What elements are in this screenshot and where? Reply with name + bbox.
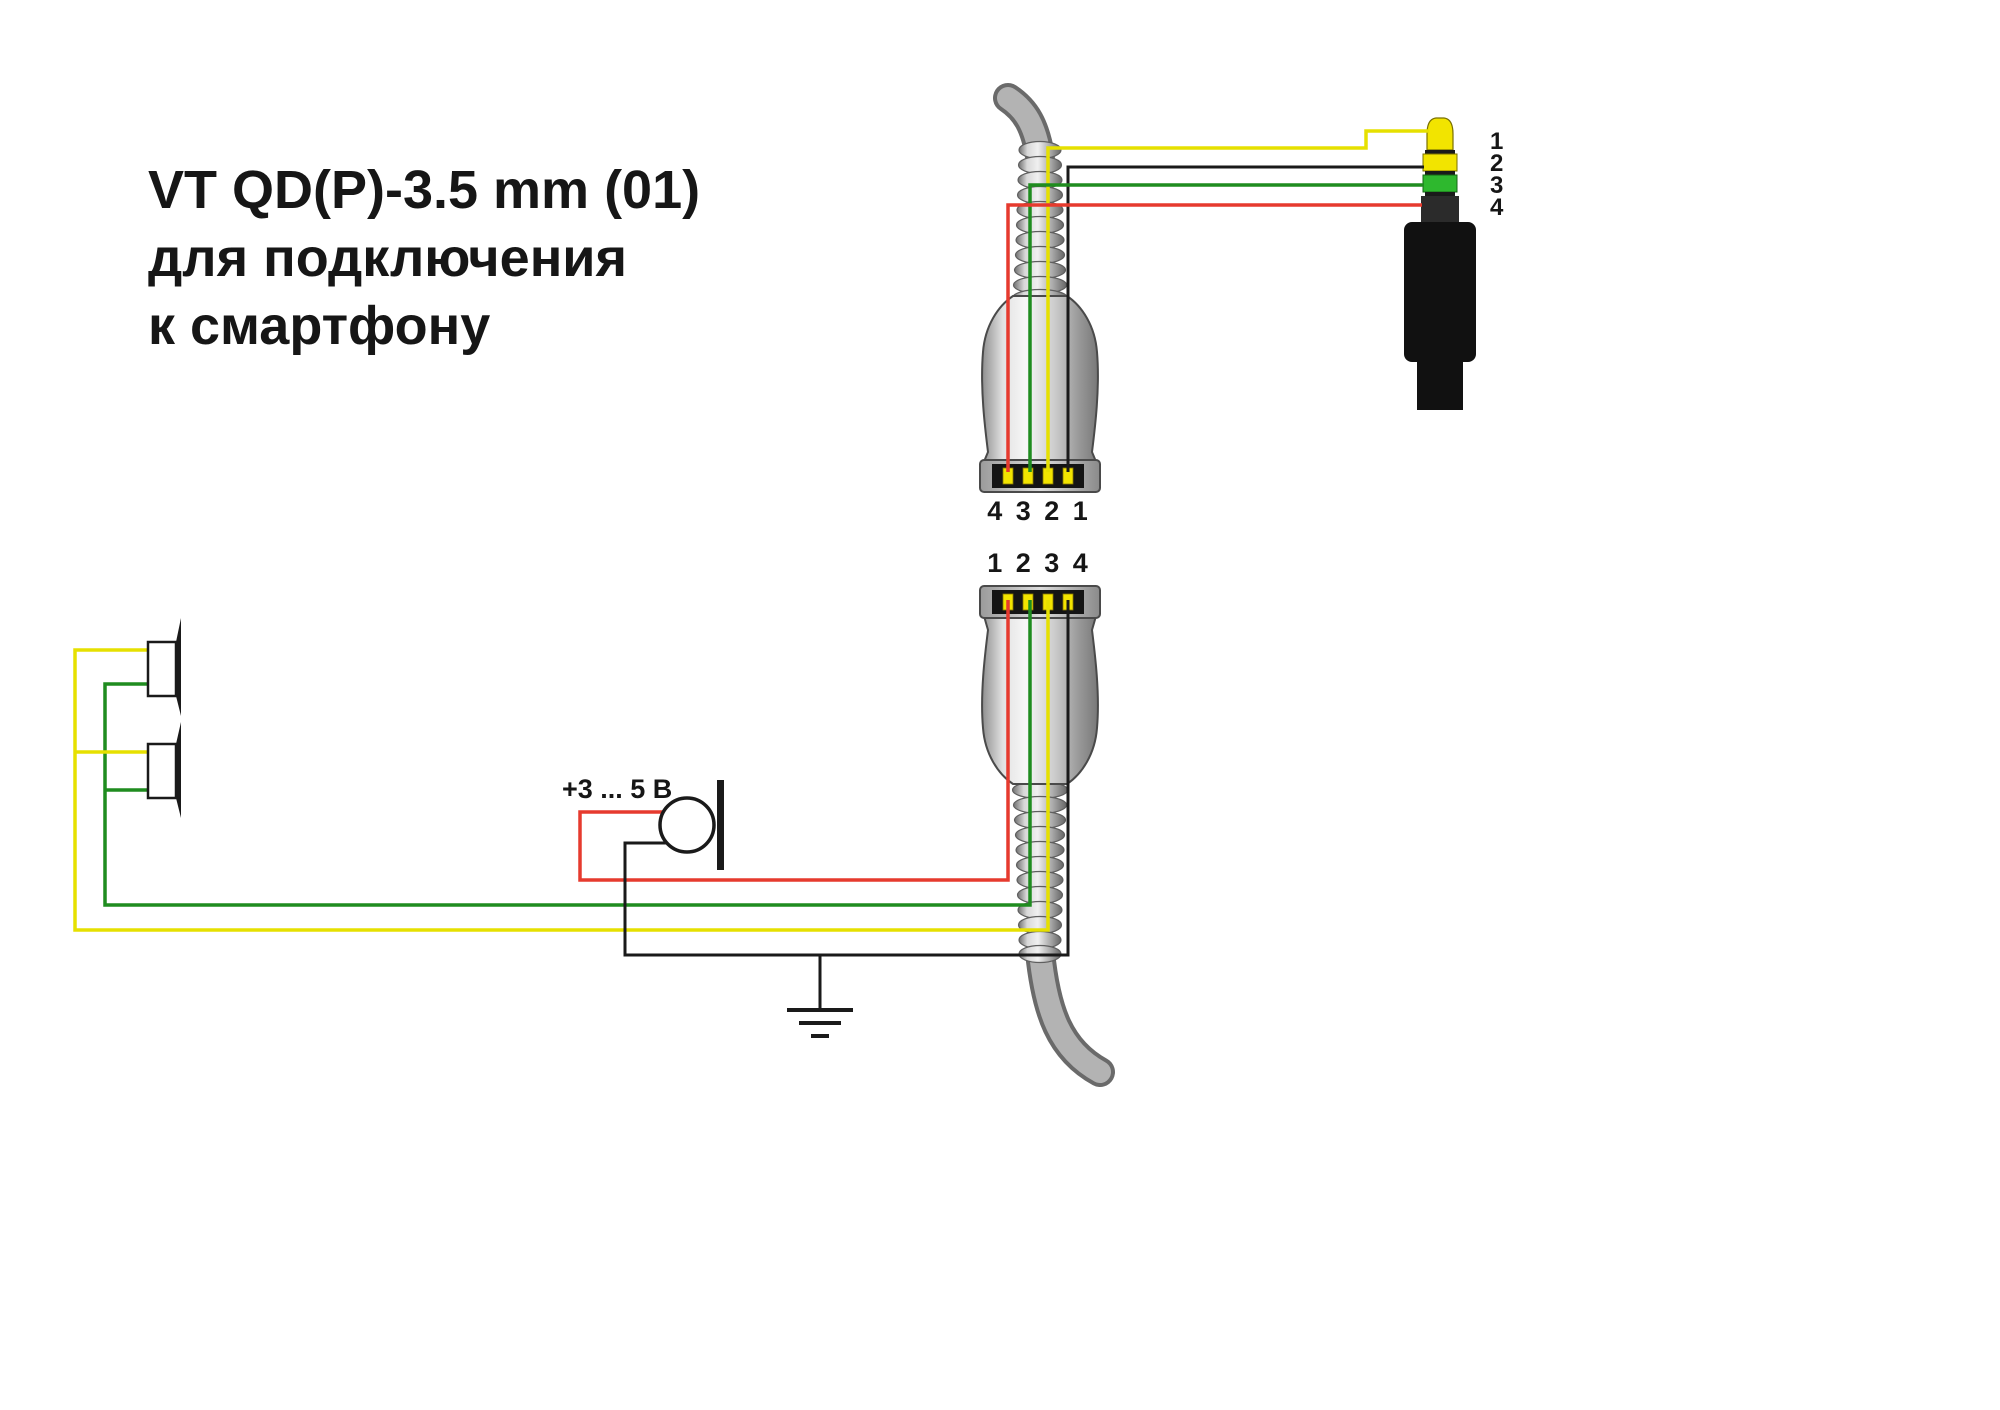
jack-separator-3: [1425, 192, 1455, 196]
jack-pin-number-4: 4: [1490, 194, 1504, 221]
title-line-2: для подключения: [148, 228, 628, 288]
jack-body: [1404, 222, 1476, 362]
jack-separator-2: [1425, 171, 1455, 175]
qd-connector-bottom: [979, 585, 1115, 1087]
microphone-icon: [658, 780, 724, 870]
speaker-top-icon: [146, 618, 181, 716]
jack-body-lower: [1417, 360, 1463, 410]
wire-red-top: [1006, 203, 1422, 472]
wire-yellow-top: [1046, 129, 1429, 472]
jack-pin-number-1: 1: [1490, 128, 1503, 155]
jack-pin-number-3: 3: [1490, 172, 1503, 199]
jack-ring-2: [1422, 153, 1458, 172]
jack-tip: [1426, 117, 1454, 151]
jack-pin-number-2: 2: [1490, 150, 1503, 177]
diagram-title: VT QD(P)-3.5 mm (01) для подключения к с…: [148, 156, 700, 360]
jack-3_5mm: [1404, 117, 1476, 410]
title-line-1: VT QD(P)-3.5 mm (01): [148, 160, 701, 220]
jack-sleeve-neck: [1421, 196, 1459, 224]
jack-separator-1: [1425, 150, 1455, 154]
bottom-connector-pin-labels: 1 2 3 4: [987, 548, 1091, 578]
wire-black-bottom: [623, 600, 1070, 1010]
top-connector-pin-labels: 4 3 2 1: [987, 496, 1091, 526]
ground-symbol: [787, 1008, 853, 1038]
title-line-3: к смартфону: [148, 296, 491, 356]
mic-backplate: [717, 780, 724, 870]
cable-bottom: [1025, 937, 1115, 1087]
jack-ring-3: [1422, 174, 1458, 193]
speaker-bottom-icon: [146, 722, 181, 818]
mic-capsule: [658, 796, 716, 854]
strain-relief-ribs-top: [1011, 140, 1069, 308]
speaker-top-coil: [146, 640, 178, 698]
connector-body-bottom: [981, 615, 1099, 785]
wire-black-top: [1066, 165, 1424, 472]
strain-relief-ribs-bottom: [1011, 780, 1069, 964]
wire-green-bottom: [103, 600, 1032, 907]
wires: [73, 129, 1429, 1010]
wire-yellow-bottom: [73, 600, 1050, 932]
wire-red-bottom: [578, 600, 1010, 882]
mic-voltage-label: +3 ... 5 В: [562, 774, 672, 804]
wire-green-top: [1028, 183, 1424, 472]
connector-body-top: [981, 295, 1099, 465]
speaker-bottom-coil: [146, 742, 178, 800]
qd-connector-top: [979, 83, 1101, 493]
